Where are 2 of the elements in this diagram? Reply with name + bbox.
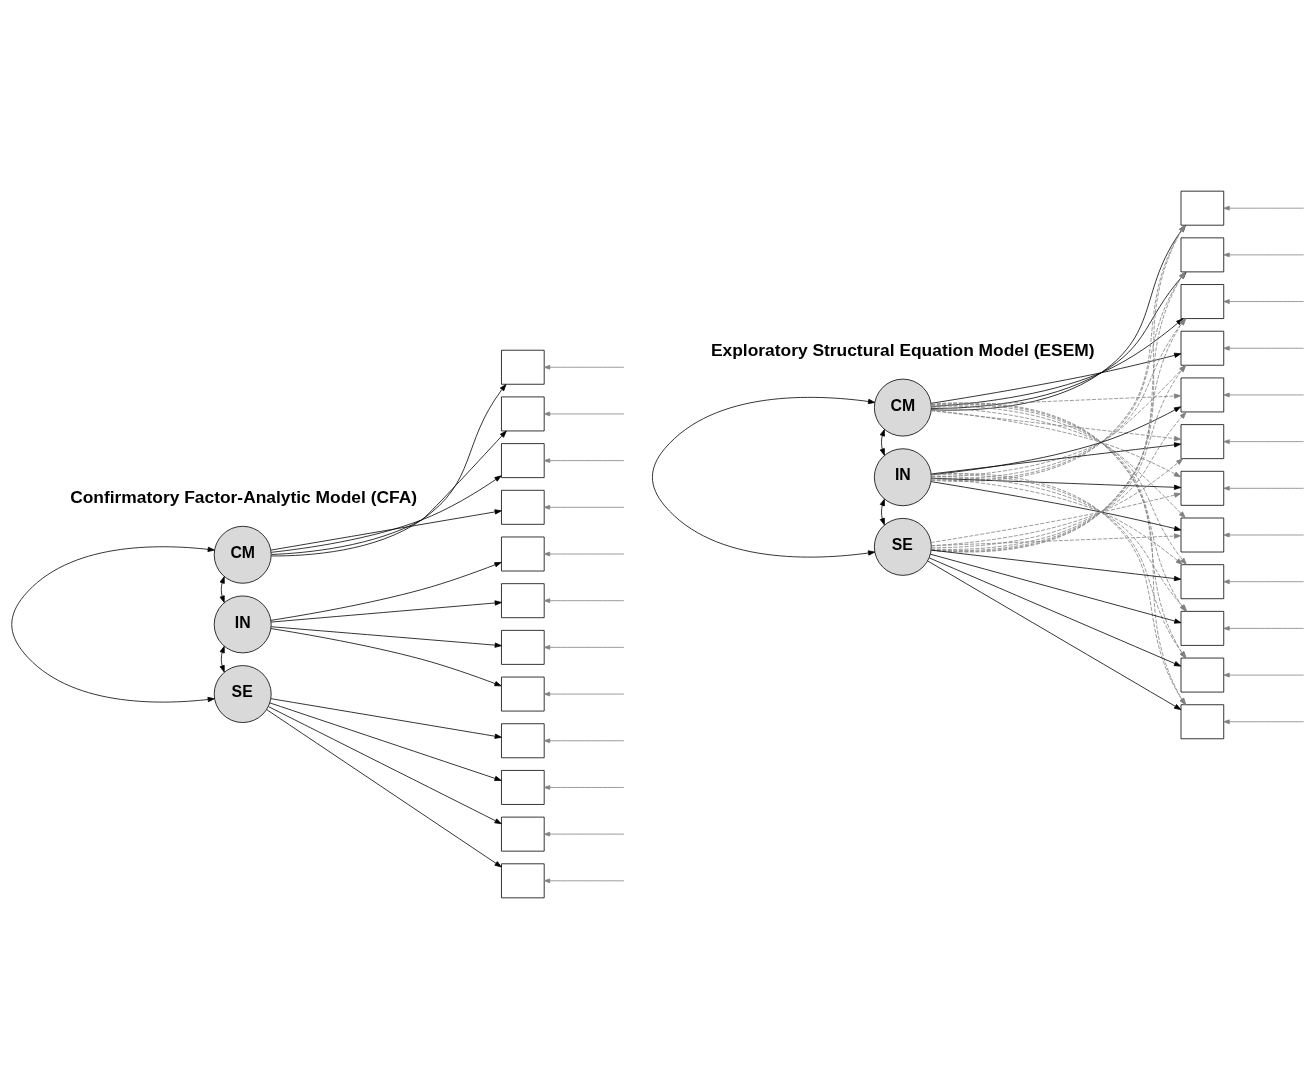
label: Confirmatory Factor-Analytic Model (CFA) [70, 487, 418, 508]
label: Exploratory Structural Equation Model (ESEM) [710, 339, 1095, 360]
